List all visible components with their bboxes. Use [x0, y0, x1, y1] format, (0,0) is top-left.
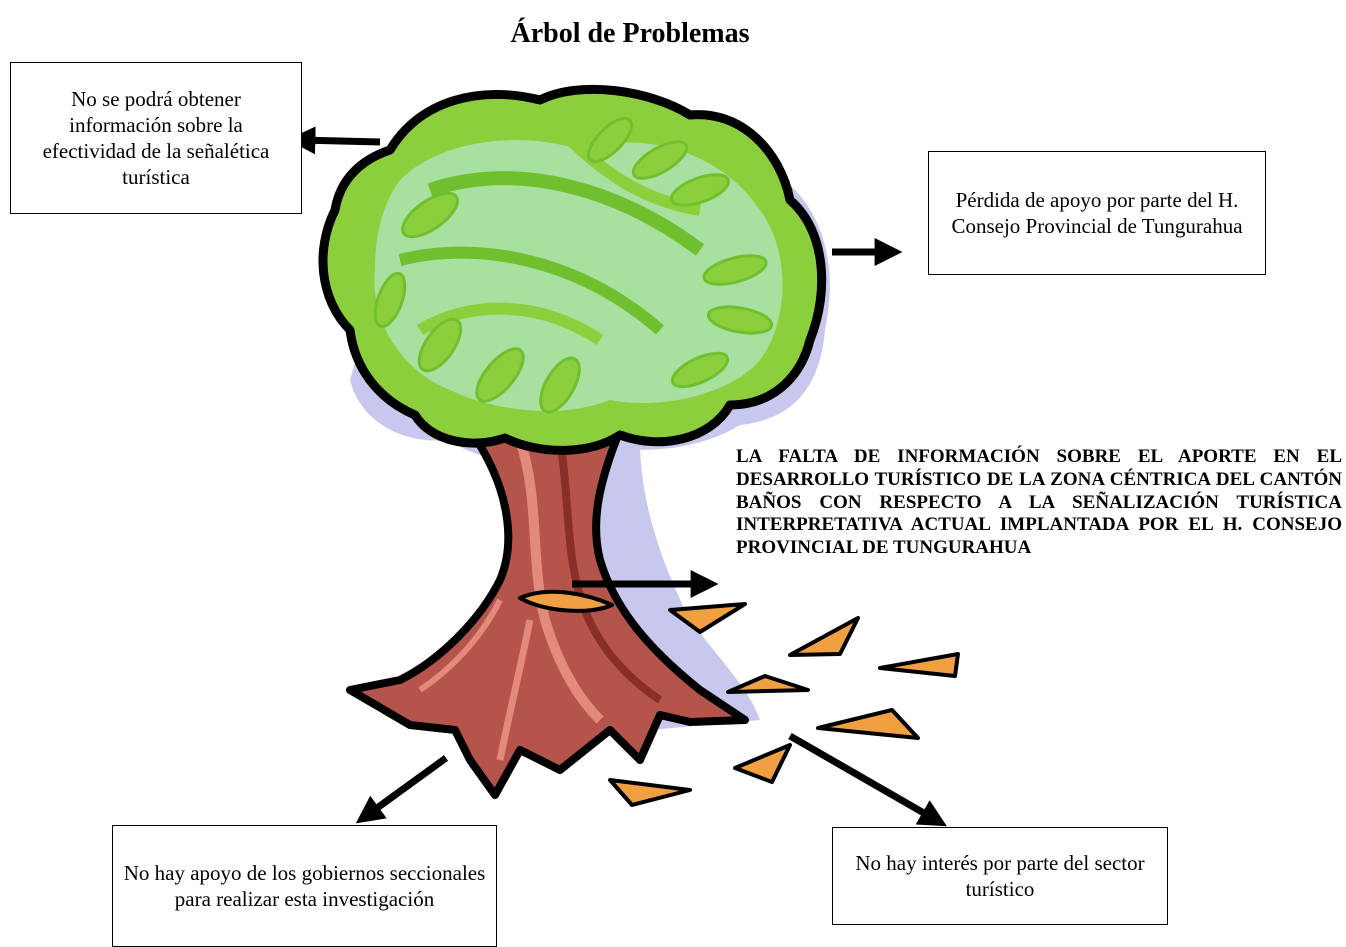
- effect-box-right: Pérdida de apoyo por parte del H. Consej…: [928, 151, 1266, 275]
- effect-text-right: Pérdida de apoyo por parte del H. Consej…: [951, 187, 1243, 238]
- tree-canopy: [318, 84, 827, 455]
- arrow-to-cause-bottom-right: [788, 732, 947, 827]
- effect-text-top-left: No se podrá obtener información sobre la…: [42, 86, 270, 190]
- effect-box-top-left: No se podrá obtener información sobre la…: [10, 62, 302, 214]
- cause-box-bottom-left: No hay apoyo de los gobiernos seccionale…: [112, 825, 497, 947]
- tree-trunk: [346, 426, 749, 799]
- cause-box-bottom-right: No hay interés por parte del sector turí…: [832, 827, 1168, 925]
- arrows: [287, 126, 947, 827]
- cause-text-bottom-left: No hay apoyo de los gobiernos seccionale…: [123, 860, 486, 911]
- fallen-leaves: [518, 589, 960, 807]
- arrow-to-cause-bottom-left: [355, 755, 449, 824]
- page-title: Árbol de Problemas: [510, 18, 750, 49]
- central-problem: LA FALTA DE INFORMACIÓN SOBRE EL APORTE …: [736, 446, 1342, 559]
- cause-text-bottom-right: No hay interés por parte del sector turí…: [855, 850, 1145, 901]
- arrow-to-effect-top-left: [287, 126, 381, 155]
